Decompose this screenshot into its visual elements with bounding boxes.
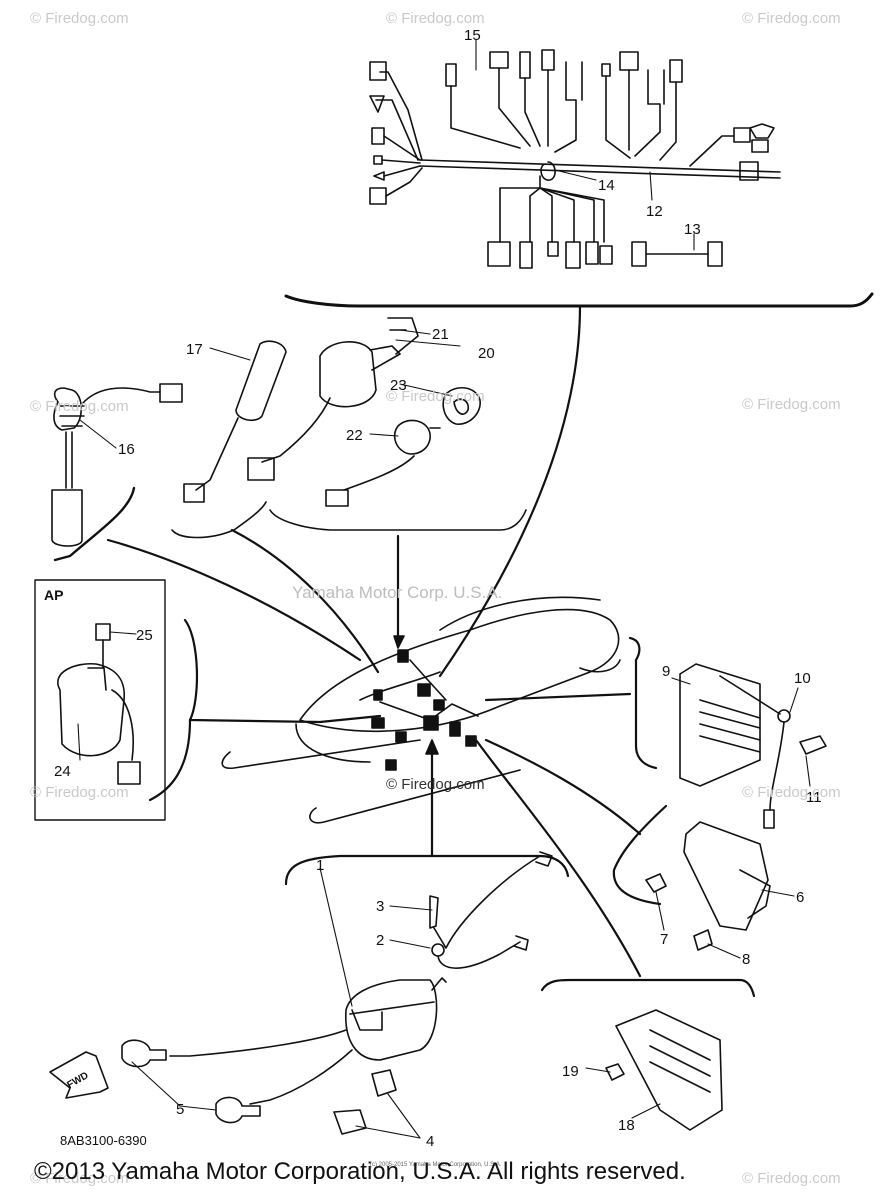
watermark: © Firedog.com bbox=[742, 1170, 841, 1187]
watermark: © Firedog.com bbox=[30, 1170, 129, 1187]
watermark: © Firedog.com bbox=[742, 784, 841, 801]
copyright-footer: ©2013 Yamaha Motor Corporation, U.S.A. A… bbox=[34, 1158, 686, 1185]
part-labels: 1 2 3 4 5 6 7 8 9 10 11 12 13 14 15 16 1… bbox=[44, 27, 822, 1150]
part-label: 1 bbox=[316, 857, 324, 874]
snowmobile-body bbox=[221, 596, 621, 824]
part-label: 16 bbox=[118, 441, 135, 458]
ap-inset-group bbox=[57, 623, 141, 785]
small-copyright: (c) 2005-2015 Yamaha Motor Corporation, … bbox=[370, 1162, 502, 1168]
part-label: 17 bbox=[186, 341, 203, 358]
condenser-group bbox=[171, 340, 287, 539]
watermark: © Firedog.com bbox=[742, 396, 841, 413]
part-label: 9 bbox=[662, 663, 670, 680]
watermark: © Firedog.com bbox=[30, 10, 129, 27]
part-label: 4 bbox=[426, 1133, 434, 1150]
diagram-code: 8AB3100-6390 bbox=[60, 1133, 147, 1148]
part-label: 22 bbox=[346, 427, 363, 444]
watermark: © Firedog.com bbox=[30, 784, 129, 801]
part-label: 25 bbox=[136, 627, 153, 644]
part-label: 11 bbox=[806, 789, 822, 806]
watermark: © Firedog.com bbox=[386, 388, 485, 405]
center-watermark: Yamaha Motor Corp. U.S.A. bbox=[292, 583, 503, 602]
cdi-group bbox=[484, 738, 771, 951]
part-label: 24 bbox=[54, 763, 71, 780]
main-switch-group bbox=[247, 317, 527, 531]
part-label: 15 bbox=[464, 27, 481, 44]
part-label: 14 bbox=[598, 177, 615, 194]
watermark: © Firedog.com bbox=[742, 10, 841, 27]
part-label: 19 bbox=[562, 1063, 579, 1080]
part-label: 18 bbox=[618, 1117, 635, 1134]
wire-harness-group bbox=[369, 49, 781, 269]
ap-label: AP bbox=[44, 587, 63, 603]
part-label: 2 bbox=[376, 932, 384, 949]
part-label: 23 bbox=[390, 377, 407, 394]
part-label: 5 bbox=[176, 1101, 184, 1118]
part-label: 8 bbox=[742, 951, 750, 968]
fwd-label: FWD bbox=[65, 1070, 90, 1091]
part-label: 13 bbox=[684, 221, 701, 238]
part-label: 3 bbox=[376, 898, 384, 915]
part-label: 21 bbox=[432, 326, 449, 343]
part-label: 6 bbox=[796, 889, 804, 906]
ignition-coil-group bbox=[49, 739, 570, 1135]
watermark: © Firedog.com bbox=[30, 398, 129, 415]
part-label: 10 bbox=[794, 670, 811, 687]
unit-18-group bbox=[474, 738, 756, 1131]
leader-lines bbox=[77, 39, 811, 1139]
center-firedog-mark: © Firedog.com bbox=[386, 776, 485, 793]
fuel-sender-group bbox=[51, 383, 183, 562]
watermark: © Firedog.com bbox=[386, 10, 485, 27]
part-label: 12 bbox=[646, 203, 663, 220]
part-label: 20 bbox=[478, 345, 495, 362]
regulator-group bbox=[484, 636, 827, 829]
part-label: 7 bbox=[660, 931, 668, 948]
